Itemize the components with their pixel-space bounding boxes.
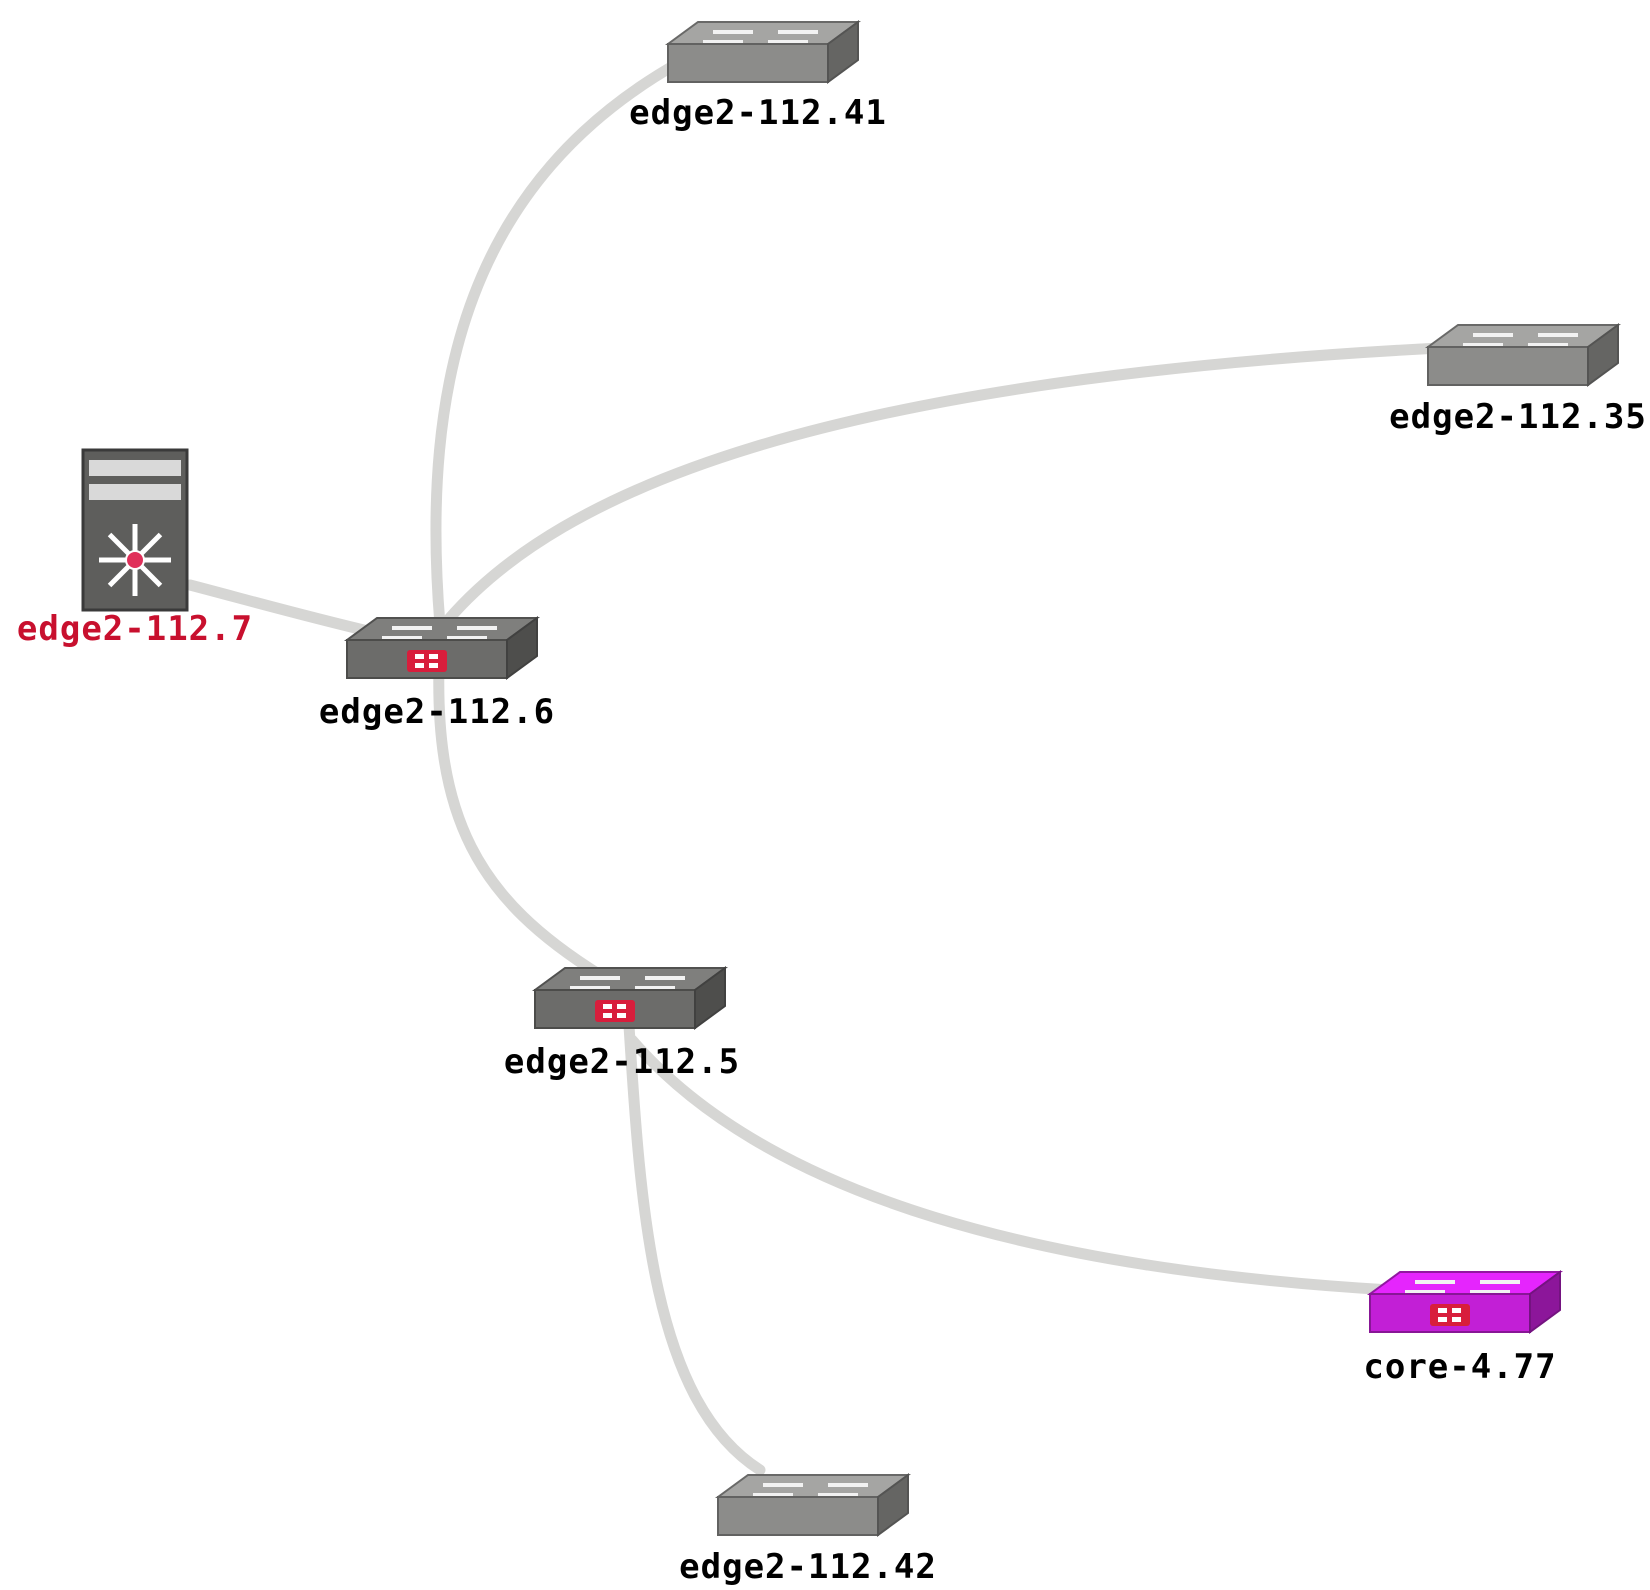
links-layer — [184, 56, 1446, 1476]
alarm-badge-dot — [415, 654, 424, 659]
nodes-layer — [81, 20, 1622, 1537]
switch-top-face — [1366, 1271, 1564, 1295]
alarm-badge-dot — [603, 1004, 612, 1009]
alarm-badge-icon — [407, 650, 447, 672]
alarm-badge-dot — [603, 1013, 612, 1018]
switch-top-face — [343, 617, 541, 641]
alarm-badge-dot — [429, 654, 438, 659]
switch-side-face — [694, 966, 726, 1030]
switch-side-face — [1529, 1270, 1561, 1334]
switch-side-face — [827, 20, 859, 84]
alarm-dot-icon — [125, 550, 145, 570]
switch-front-face — [667, 43, 829, 83]
switch-node-n5[interactable] — [531, 966, 729, 1030]
switch-front-face — [717, 1496, 879, 1536]
alarm-badge-dot — [429, 663, 438, 668]
switch-top-face — [714, 1474, 912, 1498]
alarm-badge-dot — [617, 1004, 626, 1009]
chassis-slot — [89, 484, 181, 500]
switch-node-n77[interactable] — [1366, 1270, 1564, 1334]
node-label-edge2-112-35[interactable]: edge2-112.35 — [1389, 397, 1647, 437]
switch-node-n41[interactable] — [664, 20, 862, 84]
switch-node-n6[interactable] — [343, 616, 541, 680]
alarm-badge-dot — [617, 1013, 626, 1018]
switch-side-face — [506, 616, 538, 680]
switch-side-face — [1587, 323, 1619, 387]
alarm-badge-dot — [1452, 1317, 1461, 1322]
link-n6-n7 — [184, 579, 378, 638]
alarm-badge-icon — [595, 1000, 635, 1022]
switch-node-n42[interactable] — [714, 1473, 912, 1537]
node-label-core-4-77[interactable]: core-4.77 — [1363, 1347, 1557, 1387]
link-n5-n77 — [626, 1034, 1396, 1296]
node-label-edge2-112-5[interactable]: edge2-112.5 — [503, 1042, 741, 1082]
alarm-badge-dot — [415, 663, 424, 668]
link-n6-n35 — [442, 342, 1446, 626]
switch-top-face — [664, 21, 862, 45]
node-label-edge2-112-42[interactable]: edge2-112.42 — [679, 1547, 937, 1587]
link-n5-n42 — [622, 1004, 766, 1476]
alarm-badge-dot — [1438, 1317, 1447, 1322]
alarm-badge-icon — [1430, 1304, 1470, 1326]
switch-top-face — [1424, 324, 1622, 348]
node-label-edge2-112-7[interactable]: edge2-112.7 — [16, 609, 254, 649]
switch-node-n35[interactable] — [1424, 323, 1622, 387]
chassis-switch-node-n7[interactable] — [81, 448, 189, 612]
alarm-badge-dot — [1452, 1308, 1461, 1313]
alarm-badge-dot — [1438, 1308, 1447, 1313]
link-n6-n5 — [433, 634, 606, 981]
link-n6-n41 — [430, 56, 686, 631]
chassis-slot — [89, 460, 181, 476]
node-label-edge2-112-6[interactable]: edge2-112.6 — [318, 692, 556, 732]
switch-top-face — [531, 967, 729, 991]
switch-side-face — [877, 1473, 909, 1537]
switch-front-face — [1427, 346, 1589, 386]
node-label-edge2-112-41[interactable]: edge2-112.41 — [629, 93, 887, 133]
